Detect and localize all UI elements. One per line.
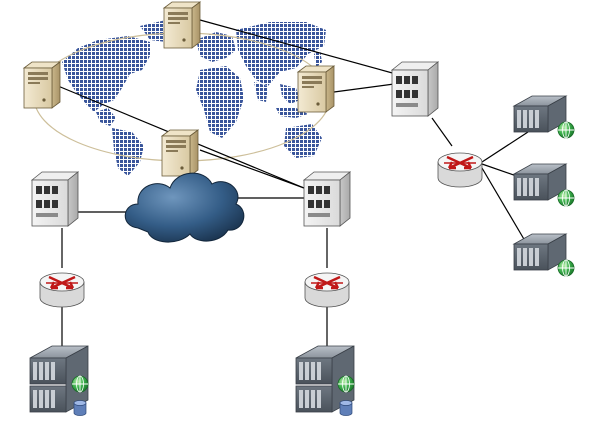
switch-middle[interactable] — [303, 171, 351, 227]
database-icon — [339, 400, 353, 416]
web-server-1[interactable] — [513, 95, 575, 139]
world-server-right[interactable] — [297, 65, 335, 113]
link-world-top-to-switch-right — [199, 19, 397, 75]
web-server-3[interactable] — [513, 233, 575, 277]
router-middle[interactable] — [303, 271, 351, 309]
web-server-icon — [513, 163, 567, 201]
web-server-2[interactable] — [513, 163, 575, 207]
world-server-left[interactable] — [23, 61, 61, 109]
link-router-right-to-web1 — [481, 131, 529, 163]
switch-right[interactable] — [391, 61, 439, 117]
internet-cloud[interactable] — [124, 172, 245, 243]
globe-icon — [557, 189, 575, 207]
globe-icon — [557, 259, 575, 277]
web-server-icon — [513, 95, 567, 133]
link-switch-right-to-router-right — [431, 117, 453, 147]
world-server-bottom[interactable] — [161, 129, 199, 177]
globe-icon — [71, 375, 89, 393]
globe-icon — [557, 121, 575, 139]
router-right[interactable] — [436, 151, 484, 189]
switch-left[interactable] — [31, 171, 79, 227]
server-stack-left[interactable] — [29, 345, 89, 416]
link-router-right-to-web3 — [481, 167, 529, 247]
server-stack-middle[interactable] — [295, 345, 355, 416]
world-server-top[interactable] — [163, 1, 201, 49]
link-world-bottom-to-switch-middle — [199, 149, 305, 189]
globe-icon — [337, 375, 355, 393]
cloud-icon — [124, 172, 245, 243]
database-icon — [73, 400, 87, 416]
link-world-right-to-switch-right — [333, 83, 395, 93]
web-server-icon — [513, 233, 567, 271]
world-map — [62, 20, 326, 176]
router-left[interactable] — [38, 271, 86, 309]
